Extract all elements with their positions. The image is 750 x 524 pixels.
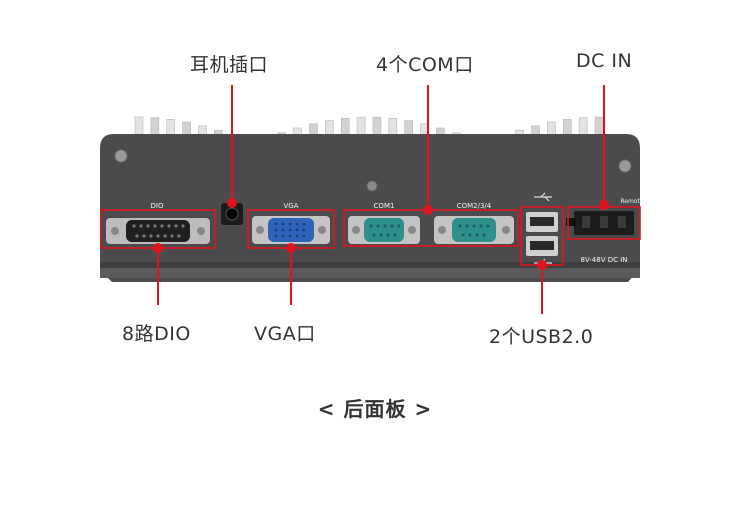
vga-silk-label: VGA <box>283 202 298 210</box>
com234-silk-label: COM2/3/4 <box>457 202 492 210</box>
screw-center <box>366 180 378 192</box>
com234-port <box>434 216 514 244</box>
usb-label: 2个USB2.0 <box>489 326 594 348</box>
dcin-dot <box>599 200 609 210</box>
chassis-body <box>100 134 640 282</box>
vga-dot <box>286 243 296 253</box>
usb-ports <box>526 212 558 256</box>
dc-in-terminal <box>566 211 634 235</box>
dc-in-label: DC IN <box>576 50 633 72</box>
com1-silk-label: COM1 <box>374 202 395 210</box>
usb-icon <box>534 192 552 202</box>
vga-label: VGA口 <box>254 323 316 345</box>
headphone-jack-label: 耳机插口 <box>190 54 269 76</box>
remote-silk-label: Remote <box>620 198 643 205</box>
com1-port <box>348 216 420 244</box>
power-silk-label: 8V-48V DC IN <box>580 256 627 264</box>
dio-label: 8路DIO <box>122 323 191 345</box>
headphone-jack <box>221 203 243 225</box>
rear-panel-caption: < 后面板 > <box>317 397 433 421</box>
usb-dot <box>537 260 547 270</box>
dio-dot <box>153 243 163 253</box>
headphone-dot <box>227 198 237 208</box>
vga-port <box>252 216 330 244</box>
screw-right <box>618 159 632 173</box>
com-dot <box>423 205 433 215</box>
dio-port <box>106 218 210 244</box>
screw-left <box>114 149 128 163</box>
com-ports-label: 4个COM口 <box>376 54 474 76</box>
dio-silk-label: DIO <box>151 202 164 210</box>
